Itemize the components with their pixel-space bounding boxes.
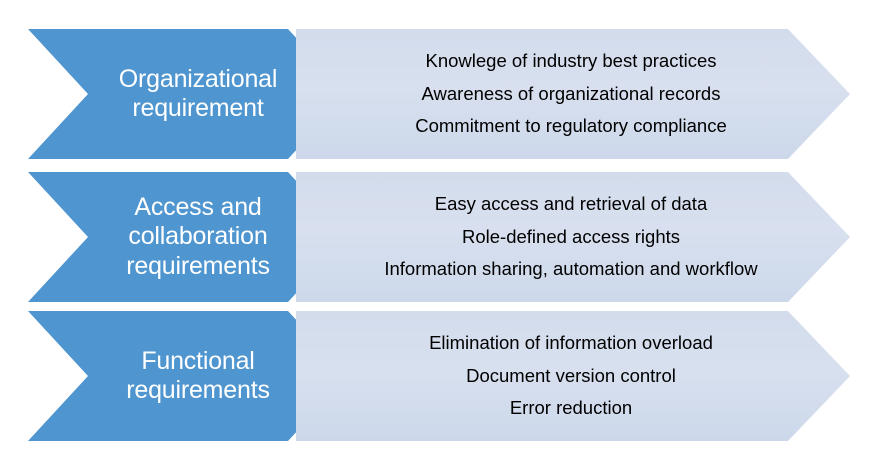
detail-banner-functional[interactable]: Elimination of information overload Docu… <box>296 311 850 441</box>
category-chevron-access-collaboration[interactable]: Access and collaboration requirements <box>28 172 348 302</box>
detail-item: Elimination of information overload <box>429 332 713 354</box>
process-row: Access and collaboration requirements Ea… <box>0 172 877 302</box>
detail-item: Commitment to regulatory compliance <box>415 115 727 137</box>
detail-banner-organizational[interactable]: Knowlege of industry best practices Awar… <box>296 29 850 159</box>
chevron-label: Organizational requirement <box>118 64 278 123</box>
detail-item: Role-defined access rights <box>462 225 680 247</box>
process-row: Functional requirements Elimination of i… <box>0 311 877 441</box>
detail-item: Error reduction <box>509 397 633 419</box>
detail-item: Document version control <box>466 364 676 386</box>
detail-item: Knowlege of industry best practices <box>425 50 717 72</box>
chevron-label: Access and collaboration requirements <box>126 192 270 280</box>
detail-item: Information sharing, automation and work… <box>384 258 758 280</box>
detail-item: Easy access and retrieval of data <box>434 193 708 215</box>
detail-item: Awareness of organizational records <box>421 82 721 104</box>
chevron-label: Functional requirements <box>126 346 270 405</box>
process-row: Organizational requirement Knowlege of i… <box>0 29 877 159</box>
detail-banner-access-collaboration[interactable]: Easy access and retrieval of data Role-d… <box>296 172 850 302</box>
